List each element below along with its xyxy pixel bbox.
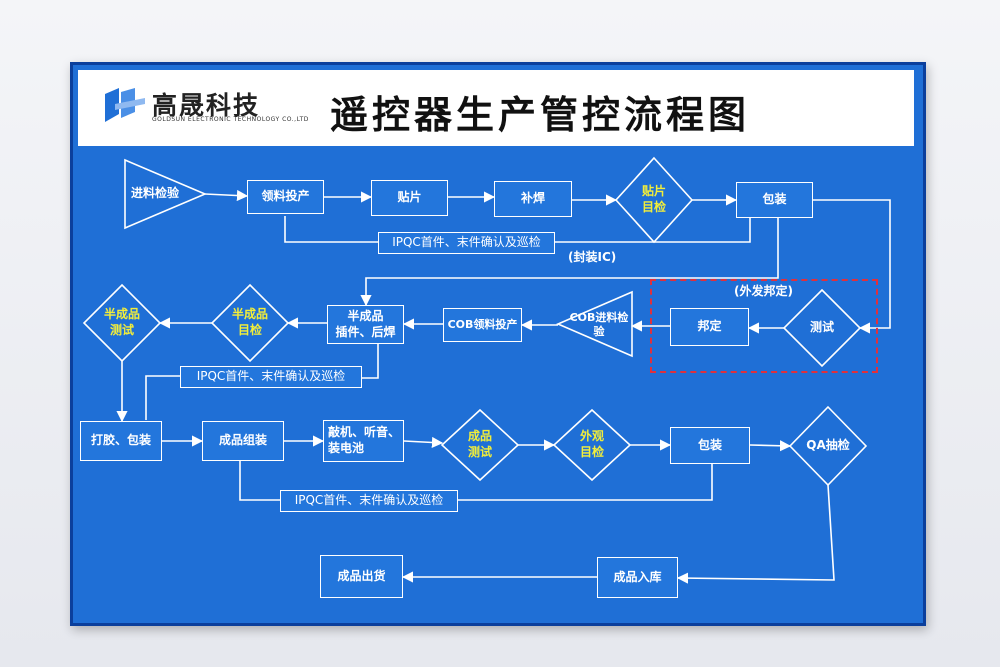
test-1-node: 测试 — [809, 320, 834, 335]
final-test-line1: 成品 — [467, 429, 492, 444]
ipqc-2-note: IPQC首件、末件确认及巡检 — [180, 366, 362, 388]
ipqc-3-note: IPQC首件、末件确认及巡检 — [280, 490, 458, 512]
semi-inspect-line1: 半成品 — [231, 307, 268, 322]
final-test-line2: 测试 — [467, 445, 492, 459]
final-assembly-node: 成品组装 — [202, 421, 284, 461]
packaging-2-node: 包装 — [670, 427, 750, 464]
glue-pack-node: 打胶、包装 — [80, 421, 162, 461]
company-logo-icon — [105, 88, 145, 122]
ic-packaging-note: (封装IC) — [568, 250, 617, 264]
smt-inspection-line2: 目检 — [641, 200, 666, 214]
outsource-bonding-note: (外发邦定) — [734, 284, 793, 298]
page-title: 遥控器生产管控流程图 — [330, 92, 751, 137]
semi-test-line1: 半成品 — [103, 307, 140, 322]
semi-insert-line2: 插件、后焊 — [335, 324, 396, 339]
cob-incoming-node: COB进料检验 — [569, 310, 629, 338]
bonding-node: 邦定 — [670, 308, 749, 346]
semi-inspect-node: 半成品 目检 — [222, 307, 278, 339]
company-name-en: GOLDSUN ELECTRONIC TECHNOLOGY CO.,LTD — [152, 116, 309, 123]
smt-inspection-line1: 贴片 — [641, 184, 666, 199]
semi-test-line2: 测试 — [109, 323, 134, 337]
smt-node: 贴片 — [371, 180, 448, 216]
press-test-node: 敲机、听音、 装电池 — [323, 420, 404, 462]
ipqc-1-note: IPQC首件、末件确认及巡检 — [378, 232, 555, 254]
warehouse-in-node: 成品入库 — [597, 557, 678, 598]
press-test-line2: 装电池 — [328, 441, 365, 455]
semi-insert-node: 半成品 插件、后焊 — [327, 305, 404, 344]
press-test-line1: 敲机、听音、 — [328, 425, 401, 440]
semi-inspect-line2: 目检 — [237, 323, 262, 337]
company-name: 高晟科技 — [152, 91, 261, 120]
visual-inspect-line2: 目检 — [579, 445, 604, 459]
smt-inspection-node: 贴片 目检 — [626, 184, 682, 216]
qa-sampling-node: QA抽检 — [806, 438, 850, 453]
visual-inspect-node: 外观 目检 — [564, 429, 620, 461]
shipment-node: 成品出货 — [320, 555, 403, 598]
outsource-bonding-frame — [650, 279, 878, 373]
semi-insert-line1: 半成品 — [347, 308, 384, 323]
header-panel — [78, 70, 914, 146]
final-test-node: 成品 测试 — [452, 429, 508, 461]
rework-solder-node: 补焊 — [494, 181, 572, 217]
packaging-1-node: 包装 — [736, 182, 813, 218]
visual-inspect-line1: 外观 — [579, 429, 604, 444]
incoming-inspection-node: 进料检验 — [130, 186, 179, 201]
semi-test-node: 半成品 测试 — [94, 307, 150, 339]
cob-material-node: COB领料投产 — [443, 308, 522, 342]
material-issue-node: 领料投产 — [247, 180, 324, 214]
